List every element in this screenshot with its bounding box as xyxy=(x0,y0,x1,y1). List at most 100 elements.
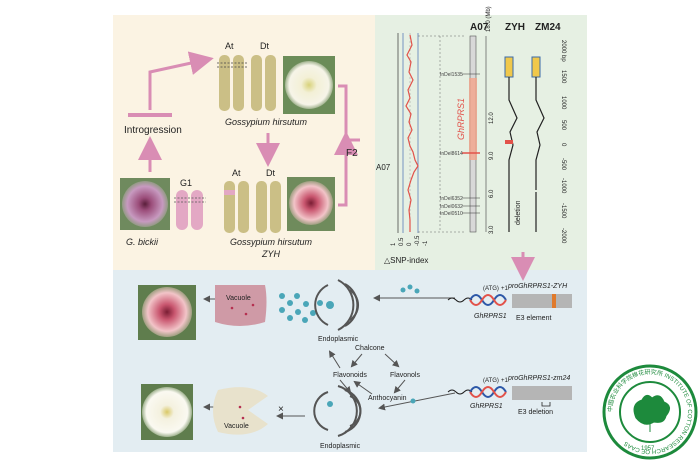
snp-tick-0: 1 xyxy=(391,242,397,246)
zyh-promoter-line xyxy=(508,77,518,232)
at-label-bottom: At xyxy=(232,168,241,178)
zm24-header: ZM24 xyxy=(535,22,561,33)
bp-tick-2: 1000 xyxy=(560,96,566,110)
endoplasmic-reticulum-top xyxy=(314,279,359,331)
snp-tick-1: 0.5 xyxy=(399,237,405,246)
chromosome-dt-2 xyxy=(265,55,276,111)
free-vesicles-top xyxy=(400,284,420,294)
e3-deletion-label: E3 deletion xyxy=(518,409,553,416)
e3-deletion-bracket xyxy=(541,402,551,407)
g1-chromosome-right xyxy=(191,190,203,230)
bp-tick-3: 500 xyxy=(560,120,566,131)
promoter-box-bottom xyxy=(512,386,572,400)
chromosome-zyh-at-1 xyxy=(224,181,235,233)
zyh-species-line2: ZYH xyxy=(261,249,281,259)
er-top-arc-1 xyxy=(314,284,329,326)
er-bottom-arc-4 xyxy=(349,395,362,427)
snp-tick-3: -0.5 xyxy=(415,235,421,246)
bp-tick-4: 0 xyxy=(560,143,566,147)
introgression-label: Introgression xyxy=(124,125,182,136)
er-bottom-vesicle xyxy=(327,401,333,407)
dt-label-top: Dt xyxy=(260,41,269,51)
zyh-e3-element xyxy=(505,140,513,144)
flavonoids-to-vesicles-top xyxy=(328,350,341,369)
vacuole-bottom xyxy=(213,387,268,435)
chromosome-zyh-dt-1 xyxy=(256,181,267,233)
free-vesicle-top-3 xyxy=(414,288,420,294)
flavonoids-label: Flavonoids xyxy=(333,372,367,379)
er-top-vesicle xyxy=(326,301,334,309)
free-vesicle-top-1 xyxy=(400,287,406,293)
ghrprs1-label-bottom: GhRPRS1 xyxy=(470,403,503,410)
g-bickii-flower-bloom xyxy=(122,181,168,227)
logo-year: 1957 xyxy=(641,446,655,452)
vesicle-top-4 xyxy=(294,293,300,299)
hirsutum-flower-bloom xyxy=(285,61,333,109)
zyh-header: ZYH xyxy=(505,22,525,33)
a07-top-label: A07 xyxy=(470,22,489,33)
er-bottom-arc-1 xyxy=(313,391,329,431)
vacuole-top-dot-1 xyxy=(230,306,234,310)
zyh-introgression-segment xyxy=(224,190,235,195)
chromosome-zyh-at-2 xyxy=(238,181,249,233)
zm24-gene-box xyxy=(531,56,541,78)
mb-tick-3: 3.0 xyxy=(489,225,495,234)
vacuole-top xyxy=(215,285,267,326)
zyh-gene-box xyxy=(504,56,514,78)
zyh-flower-bloom xyxy=(289,181,333,225)
white-flower-bloom xyxy=(142,387,192,437)
vesicle-top-10 xyxy=(317,300,323,306)
vacuole-top-dot-2 xyxy=(244,312,248,316)
bp-tick-0: 2000 bp xyxy=(560,40,566,62)
marker-label-8614: InDel8614 xyxy=(440,151,463,157)
g1-chromosome-left xyxy=(176,190,188,230)
promoter-label-bottom: proGhRPRS1-zm24 xyxy=(507,375,570,382)
bp-tick-7: -1500 xyxy=(560,203,566,219)
marker-label-0510: InDel0510 xyxy=(440,211,463,217)
marker-label-0632: InDel0632 xyxy=(440,204,463,210)
chromosome-at-2 xyxy=(233,55,244,111)
dna-helix-bottom-strand-2 xyxy=(469,386,507,398)
flavonols-label: Flavonols xyxy=(390,372,420,379)
snp-tick-2: 0 xyxy=(407,242,413,246)
e3-element-label: E3 element xyxy=(516,315,551,322)
dna-helix-top-strand-1 xyxy=(469,294,507,306)
er-top-arc-4 xyxy=(349,289,359,321)
vesicle-top-9 xyxy=(310,310,316,316)
bp-tick-6: -1000 xyxy=(560,178,566,194)
gossypium-hirsutum-label: Gossypium hirsutum xyxy=(225,117,308,127)
ghrprs1-vertical-label: GhRPRS1 xyxy=(456,98,466,140)
introgression-bar xyxy=(128,113,172,117)
vesicle-top-6 xyxy=(303,301,309,307)
bp-tick-1: 1500 xyxy=(560,70,566,84)
vacuole-top-dot-3 xyxy=(251,303,255,307)
promoter-label-top: proGhRPRS1-ZYH xyxy=(507,283,568,290)
chalcone-to-flavonoids xyxy=(350,353,363,368)
vesicle-top-2 xyxy=(287,300,293,306)
deletion-label: deletion xyxy=(515,200,522,225)
ghrprs1-label-top: GhRPRS1 xyxy=(474,313,507,320)
f2-label: F2 xyxy=(346,148,358,159)
snp-tick-4: -1 xyxy=(423,240,429,246)
mb-ticks: 12.0 9.0 6.0 3.0 xyxy=(489,112,495,234)
free-vesicle-bottom xyxy=(410,398,416,404)
plus1-label-top: +1 xyxy=(501,286,509,292)
bp-ticks: 2000 bp 1500 1000 500 0 -500 -1000 -1500… xyxy=(560,40,566,244)
endoplasmic-bottom-label: Endoplasmic xyxy=(320,443,361,450)
atg-label-bottom: (ATG) xyxy=(483,378,499,384)
vesicle-top-5 xyxy=(295,309,301,315)
promoter-box-top xyxy=(512,294,572,308)
vesicle-top-3 xyxy=(279,307,285,313)
anthocyanin-label: Anthocyanin xyxy=(368,395,407,402)
g-bickii-label: G. bickii xyxy=(126,237,159,247)
atg-label-top: (ATG) xyxy=(483,286,499,292)
f2-cross-arrow xyxy=(338,84,360,207)
chromosome-set-top xyxy=(219,55,276,111)
dna-helix-bottom-strand-1 xyxy=(469,386,507,398)
chromosome-set-bottom xyxy=(224,181,281,233)
dna-to-er-arrow-bottom xyxy=(378,392,456,411)
zm24-promoter-line xyxy=(535,77,545,190)
vacuole-bottom-dot-1 xyxy=(238,405,242,409)
mb-tick-0: 12.0 xyxy=(489,112,495,124)
zyh-species-line1: Gossypium hirsutum xyxy=(230,237,313,247)
